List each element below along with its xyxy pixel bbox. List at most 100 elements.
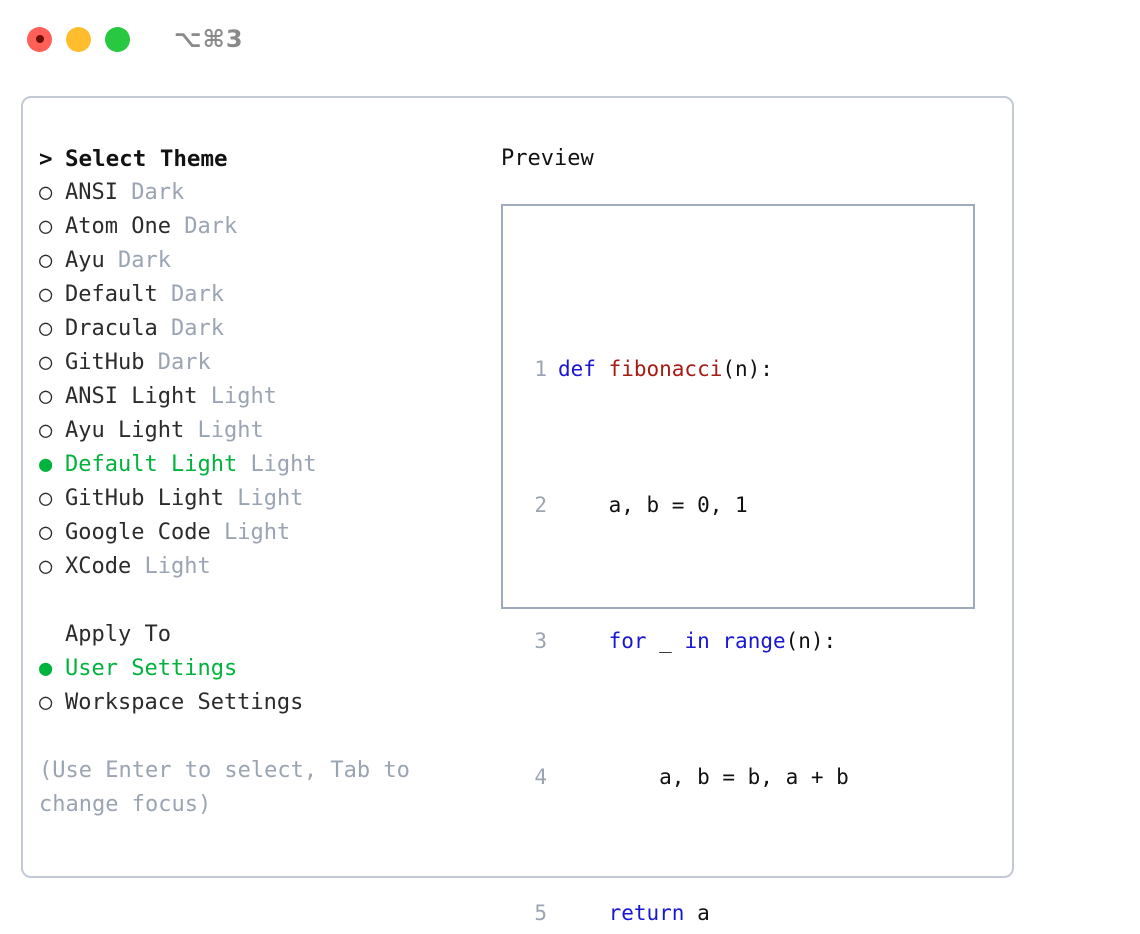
theme-tag: Light (131, 554, 210, 579)
apply-to-label: User Settings (65, 656, 238, 681)
theme-tag-text: Light (223, 520, 291, 545)
radio-icon: ○ (39, 418, 53, 443)
theme-option-google-code[interactable]: ○ Google Code Light (39, 516, 489, 550)
code-token (558, 901, 609, 925)
theme-option-default-light[interactable]: ● Default Light Light (39, 448, 489, 482)
radio-icon: ○ (39, 248, 53, 273)
theme-label: ANSI (65, 180, 118, 205)
code-line: 2 a, b = 0, 1 (521, 488, 874, 522)
theme-tag: Dark (158, 282, 224, 307)
theme-option-xcode[interactable]: ○ XCode Light (39, 550, 489, 584)
theme-label: GitHub Light (65, 486, 224, 511)
code-token: range (722, 629, 786, 653)
theme-tag-text: Dark (170, 316, 224, 341)
code-token: (n): (785, 629, 837, 653)
radio-icon: ○ (39, 282, 53, 307)
theme-tag: Light (197, 384, 277, 409)
radio-icon: ○ (39, 384, 53, 409)
theme-label: Default Light (65, 452, 238, 477)
window-title: ⌥⌘3 (174, 25, 244, 53)
title-bar: ⌥⌘3 (0, 0, 1140, 78)
radio-icon: ○ (39, 214, 53, 239)
select-theme-header: > Select Theme (39, 142, 489, 176)
code-token: (n): (722, 357, 773, 381)
preview-title: Preview (501, 146, 594, 171)
code-token: a, b = b, a + b (558, 765, 849, 789)
theme-tag: Dark (118, 180, 184, 205)
apply-to-workspace-settings[interactable]: ○Workspace Settings (39, 686, 489, 720)
theme-label: Ayu (65, 248, 105, 273)
line-number: 5 (534, 901, 547, 925)
theme-picker-column: >Select Theme ○ANSI Dark ○Atom One Dark … (39, 142, 489, 822)
code-token: return (608, 901, 685, 925)
theme-option-atom-one-dark[interactable]: ○ Atom One Dark (39, 210, 489, 244)
section-spacer (39, 584, 489, 618)
theme-label: XCode (65, 554, 132, 579)
code-line: 4 a, b = b, a + b (521, 760, 874, 794)
theme-tag: Light (237, 452, 316, 477)
code-token: def (558, 357, 609, 381)
theme-label: GitHub (65, 350, 145, 375)
radio-selected-icon: ● (39, 452, 53, 477)
theme-option-dracula-dark[interactable]: ○ Dracula Dark (39, 312, 489, 346)
theme-tag-text: Light (144, 554, 211, 579)
radio-icon: ○ (39, 554, 53, 579)
code-line: 1 def fibonacci(n): (521, 352, 874, 386)
code-token (710, 629, 723, 653)
code-token: in (684, 629, 710, 653)
code-token: fibonacci (608, 357, 723, 381)
theme-option-ansi-light[interactable]: ○ ANSI Light Light (39, 380, 489, 414)
line-number: 4 (534, 765, 547, 789)
theme-option-github-light[interactable]: ○GitHub Light Light (39, 482, 489, 516)
theme-tag-text: Dark (157, 350, 211, 375)
theme-option-ayu-dark[interactable]: ○ Ayu Dark (39, 244, 489, 278)
traffic-light-buttons (27, 26, 130, 52)
theme-label: Dracula (65, 316, 158, 341)
select-theme-label: Select Theme (65, 146, 228, 172)
theme-tag-text: Dark (131, 180, 185, 205)
theme-label: Default (65, 282, 158, 307)
minimize-button[interactable] (66, 26, 91, 52)
zoom-button[interactable] (105, 26, 130, 52)
theme-option-github-dark[interactable]: ○ GitHub Dark (39, 346, 489, 380)
radio-icon: ○ (39, 520, 53, 545)
code-token: for (608, 629, 647, 653)
close-icon (35, 35, 44, 43)
theme-label: ANSI Light (65, 384, 198, 409)
code-token: _ (646, 629, 685, 653)
radio-icon: ○ (39, 180, 53, 205)
code-token: a, b = 0, 1 (558, 493, 748, 517)
theme-tag-text: Dark (118, 248, 171, 273)
theme-option-ayu-light[interactable]: ○ Ayu Light Light (39, 414, 489, 448)
code-line: 3 for _ in range(n): (521, 624, 874, 658)
theme-tag-text: Light (210, 384, 277, 409)
theme-tag-text: Light (250, 452, 317, 477)
theme-tag: Light (211, 520, 290, 545)
theme-tag-text: Dark (184, 214, 238, 239)
line-number: 1 (534, 357, 547, 381)
theme-option-ansi-dark[interactable]: ○ ANSI Dark (39, 176, 489, 210)
theme-option-default-dark[interactable]: ○ Default Dark (39, 278, 489, 312)
apply-to-title: Apply To (65, 622, 171, 647)
radio-icon: ○ (39, 350, 53, 375)
theme-label: Ayu Light (65, 418, 185, 443)
theme-tag-text: Light (237, 486, 304, 511)
theme-tag: Dark (105, 248, 171, 273)
apply-to-user-settings[interactable]: ● User Settings (39, 652, 489, 686)
theme-tag: Light (224, 486, 303, 511)
theme-tag-text: Light (197, 418, 264, 443)
radio-icon: ○ (39, 316, 53, 341)
line-number: 3 (534, 629, 547, 653)
caret-icon: > (39, 146, 53, 172)
theme-label: Google Code (65, 520, 211, 545)
radio-selected-icon: ● (39, 656, 53, 681)
keyboard-hint: (Use Enter to select, Tab to change focu… (39, 758, 410, 817)
code-token (558, 629, 609, 653)
close-button[interactable] (27, 26, 52, 52)
code-token: a (684, 901, 710, 925)
theme-label: Atom One (65, 214, 171, 239)
